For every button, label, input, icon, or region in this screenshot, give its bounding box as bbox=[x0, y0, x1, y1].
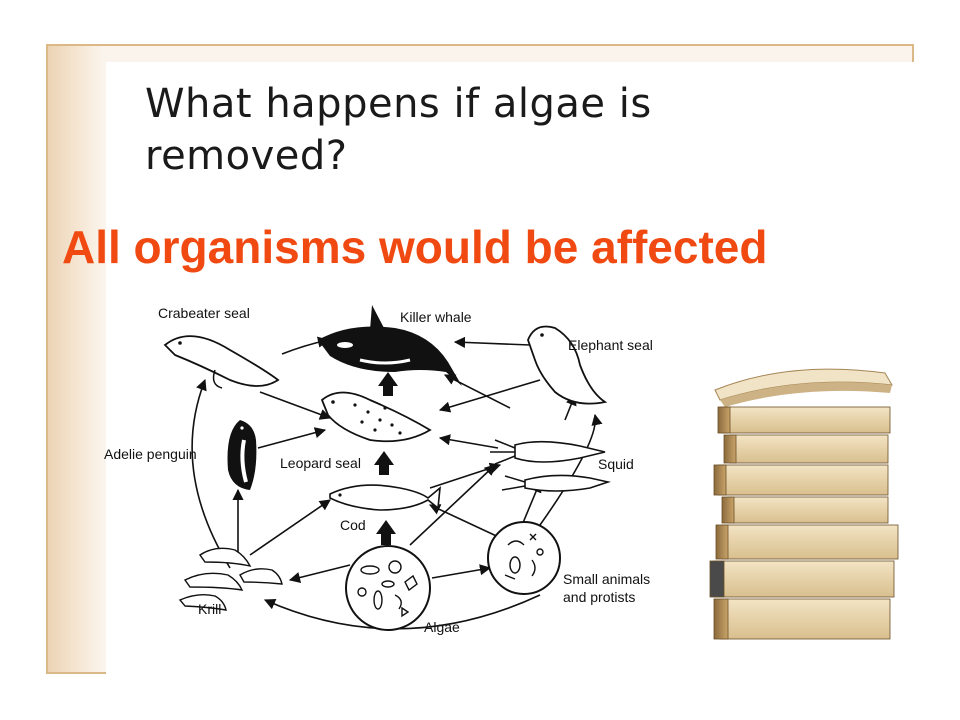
label-krill: Krill bbox=[198, 601, 221, 617]
arrow-krill-to-cod bbox=[249, 499, 331, 556]
arrow-elephant-to-leopard bbox=[438, 379, 541, 413]
thick-arrows bbox=[374, 372, 398, 545]
leopard-seal-icon bbox=[320, 391, 432, 443]
squid-icon bbox=[490, 439, 611, 492]
label-small-animals-2: and protists bbox=[563, 589, 635, 605]
label-algae: Algae bbox=[424, 619, 460, 635]
stack-of-books-image bbox=[709, 368, 899, 640]
arrow-squid-to-leopard bbox=[438, 434, 499, 449]
arrow-penguin-to-leopard bbox=[257, 427, 327, 449]
label-small-animals-1: Small animals bbox=[563, 571, 650, 587]
cod-icon bbox=[329, 484, 441, 511]
killer-whale-icon bbox=[318, 305, 462, 386]
label-cod: Cod bbox=[340, 517, 366, 533]
arrow-algae-to-small bbox=[431, 564, 492, 579]
label-killer-whale: Killer whale bbox=[400, 309, 472, 325]
arrow-crabeater-to-leopard bbox=[259, 391, 332, 420]
arrow-cod-to-squid bbox=[429, 462, 502, 489]
food-web-labels: Crabeater seal Killer whale Elephant sea… bbox=[104, 305, 653, 635]
arrow-algae-to-squid bbox=[409, 464, 496, 546]
krill-icon bbox=[178, 547, 283, 611]
label-leopard-seal: Leopard seal bbox=[280, 455, 361, 471]
arrow-krill-to-crabeater bbox=[191, 378, 231, 569]
algae-circle-icon bbox=[345, 545, 431, 631]
label-elephant-seal: Elephant seal bbox=[568, 337, 653, 353]
label-squid: Squid bbox=[598, 456, 634, 472]
elephant-seal-icon bbox=[527, 325, 608, 405]
arrow-leopard-to-whale bbox=[378, 372, 398, 396]
label-adelie-penguin: Adelie penguin bbox=[104, 446, 197, 462]
arrow-elephant-to-whale bbox=[453, 336, 531, 348]
arrow-algae-to-cod bbox=[376, 520, 396, 545]
small-animals-circle-icon bbox=[487, 521, 561, 595]
arrow-small-to-elephant bbox=[539, 413, 603, 526]
arrow-cod-to-leopard bbox=[374, 451, 394, 475]
adelie-penguin-icon bbox=[227, 420, 257, 490]
crabeater-seal-icon bbox=[163, 335, 280, 389]
answer-text: All organisms would be affected bbox=[62, 221, 768, 273]
arrow-small-to-cod bbox=[428, 504, 506, 541]
slide-title: What happens if algae is removed? bbox=[145, 81, 652, 179]
arrow-algae-to-krill bbox=[288, 564, 351, 583]
label-crabeater-seal: Crabeater seal bbox=[158, 305, 250, 321]
